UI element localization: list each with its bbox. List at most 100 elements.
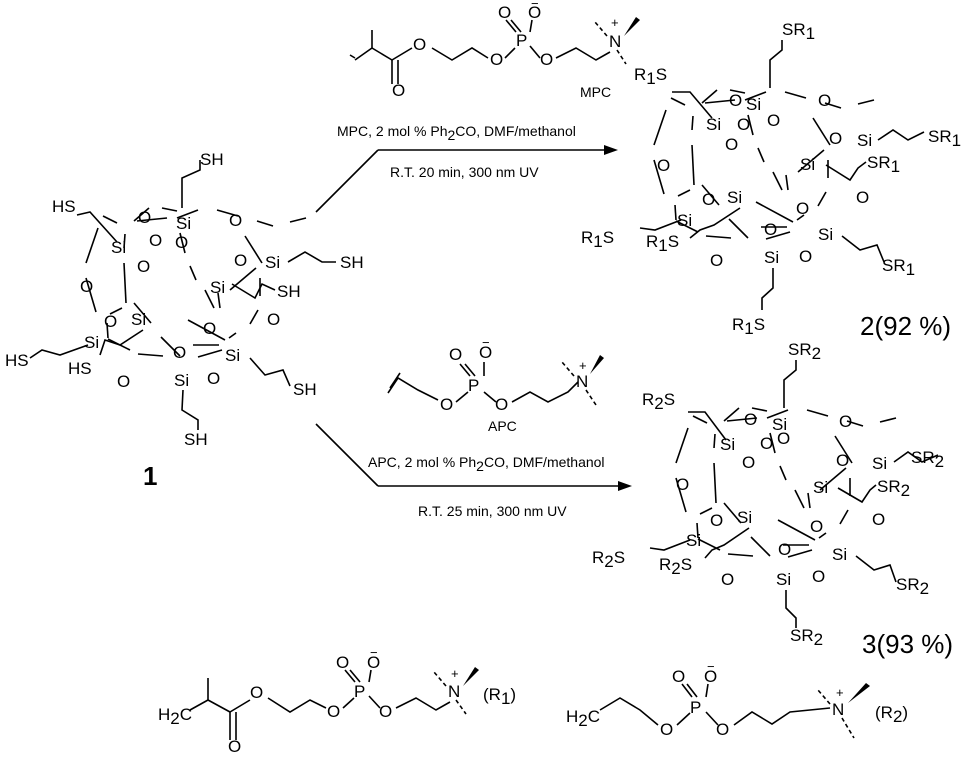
svg-text:SH: SH xyxy=(200,150,224,169)
svg-text:O: O xyxy=(528,3,541,22)
svg-text:Si: Si xyxy=(737,508,752,527)
svg-text:O: O xyxy=(810,517,823,536)
svg-text:O: O xyxy=(657,156,670,175)
svg-text:+: + xyxy=(451,666,459,681)
svg-text:APC: APC xyxy=(488,418,517,434)
svg-text:+: + xyxy=(836,685,844,700)
cage-3-structure: Si O O Si O O Si O O O Si Si O O O Si O … xyxy=(592,340,953,659)
svg-text:O: O xyxy=(856,188,869,207)
svg-text:Si: Si xyxy=(111,238,126,257)
cage-2-atoms: Si O O Si O O Si O O O Si Si O O O Si O … xyxy=(657,91,872,270)
svg-text:O: O xyxy=(716,720,729,739)
svg-text:H2C: H2C xyxy=(566,707,600,730)
svg-text:O: O xyxy=(764,220,777,239)
r2-group-structure: H2C O P O O − O N + (R2) xyxy=(566,659,908,739)
svg-text:HS: HS xyxy=(52,197,76,216)
compound-2-label: 2(92 %) xyxy=(860,311,951,341)
svg-text:Si: Si xyxy=(176,214,191,233)
cage-2-substituents: SR1 R1S SR1 SR1 R1S R1S SR1 R1S xyxy=(581,20,961,338)
svg-text:SR2: SR2 xyxy=(896,575,929,598)
svg-text:Si: Si xyxy=(776,570,791,589)
svg-text:P: P xyxy=(354,682,365,701)
svg-text:O: O xyxy=(872,510,885,529)
svg-text:Si: Si xyxy=(857,131,872,150)
svg-text:O: O xyxy=(367,653,380,672)
svg-text:O: O xyxy=(449,345,462,364)
svg-text:O: O xyxy=(799,247,812,266)
svg-text:O: O xyxy=(498,3,511,22)
svg-text:O: O xyxy=(812,567,825,586)
svg-text:+: + xyxy=(611,15,619,30)
top-reaction-arrow: MPC, 2 mol % Ph2CO, DMF/methanol R.T. 20… xyxy=(315,123,618,213)
svg-text:SR1: SR1 xyxy=(882,256,915,279)
svg-text:O: O xyxy=(267,310,280,329)
svg-text:N: N xyxy=(609,32,621,51)
svg-text:Si: Si xyxy=(813,478,828,497)
svg-text:HS: HS xyxy=(5,351,29,370)
svg-text:Si: Si xyxy=(174,371,189,390)
svg-text:P: P xyxy=(516,31,527,50)
svg-text:O: O xyxy=(676,475,689,494)
svg-text:Si: Si xyxy=(764,248,779,267)
svg-text:O: O xyxy=(796,199,809,218)
svg-text:Si: Si xyxy=(677,211,692,230)
svg-text:R1S: R1S xyxy=(581,228,614,251)
svg-text:O: O xyxy=(413,35,426,54)
svg-text:O: O xyxy=(672,667,685,686)
svg-text:+: + xyxy=(579,358,587,373)
svg-text:R1S: R1S xyxy=(732,315,765,338)
compound-1-label: 1 xyxy=(143,461,157,491)
cage-2-structure: Si O O Si O O Si O O O Si Si O O O Si O … xyxy=(581,20,961,341)
svg-text:O: O xyxy=(710,251,723,270)
cage-3-atoms: Si O O Si O O Si O O O Si Si O O O Si O … xyxy=(676,410,887,589)
bottom-conditions-line-2: R.T. 25 min, 300 nm UV xyxy=(418,503,567,519)
svg-text:R2S: R2S xyxy=(659,555,692,578)
svg-text:O: O xyxy=(725,135,738,154)
svg-text:Si: Si xyxy=(265,253,280,272)
top-conditions-line-1: MPC, 2 mol % Ph2CO, DMF/methanol xyxy=(337,123,576,143)
svg-text:O: O xyxy=(149,231,162,250)
svg-text:O: O xyxy=(203,319,216,338)
svg-text:O: O xyxy=(729,91,742,110)
compound-3-label: 3(93 %) xyxy=(862,629,953,659)
svg-text:O: O xyxy=(175,233,188,252)
svg-text:O: O xyxy=(392,81,405,100)
svg-text:Si: Si xyxy=(225,346,240,365)
svg-text:R2S: R2S xyxy=(592,548,625,571)
svg-text:−: − xyxy=(482,335,490,350)
apc-structure: O P O O − O N + APC xyxy=(387,335,604,434)
svg-text:SR2: SR2 xyxy=(788,340,821,363)
svg-text:(R1): (R1) xyxy=(483,685,516,708)
svg-text:−: − xyxy=(370,645,378,660)
svg-text:O: O xyxy=(336,653,349,672)
svg-text:Si: Si xyxy=(720,435,735,454)
cage-3-substituents: SR2 R2S SR2 SR2 R2S R2S SR2 SR2 xyxy=(592,340,944,649)
svg-text:Si: Si xyxy=(84,333,99,352)
svg-text:R1S: R1S xyxy=(646,232,679,255)
svg-text:O: O xyxy=(742,453,755,472)
svg-text:Si: Si xyxy=(686,531,701,550)
svg-text:R2S: R2S xyxy=(642,390,675,413)
svg-text:(R2): (R2) xyxy=(875,703,908,726)
svg-text:SH: SH xyxy=(340,253,364,272)
r1-group-structure: H2C O O O P O O − O N + (R1) xyxy=(158,645,516,756)
svg-text:SH: SH xyxy=(184,430,208,449)
svg-text:O: O xyxy=(379,702,392,721)
cage-1-structure: Si O O Si O O Si O O O Si Si O O O Si O … xyxy=(5,150,364,491)
svg-text:O: O xyxy=(117,372,130,391)
svg-text:−: − xyxy=(707,659,715,674)
svg-text:O: O xyxy=(704,667,717,686)
svg-text:SR1: SR1 xyxy=(782,20,815,43)
svg-text:Si: Si xyxy=(131,310,146,329)
svg-text:O: O xyxy=(778,540,791,559)
svg-text:Si: Si xyxy=(727,188,742,207)
svg-text:O: O xyxy=(818,91,831,110)
svg-text:SR2: SR2 xyxy=(790,626,823,649)
svg-text:Si: Si xyxy=(746,95,761,114)
svg-text:O: O xyxy=(777,429,790,448)
svg-text:P: P xyxy=(690,698,701,717)
svg-text:O: O xyxy=(702,190,715,209)
svg-text:O: O xyxy=(660,720,673,739)
svg-text:O: O xyxy=(327,702,340,721)
